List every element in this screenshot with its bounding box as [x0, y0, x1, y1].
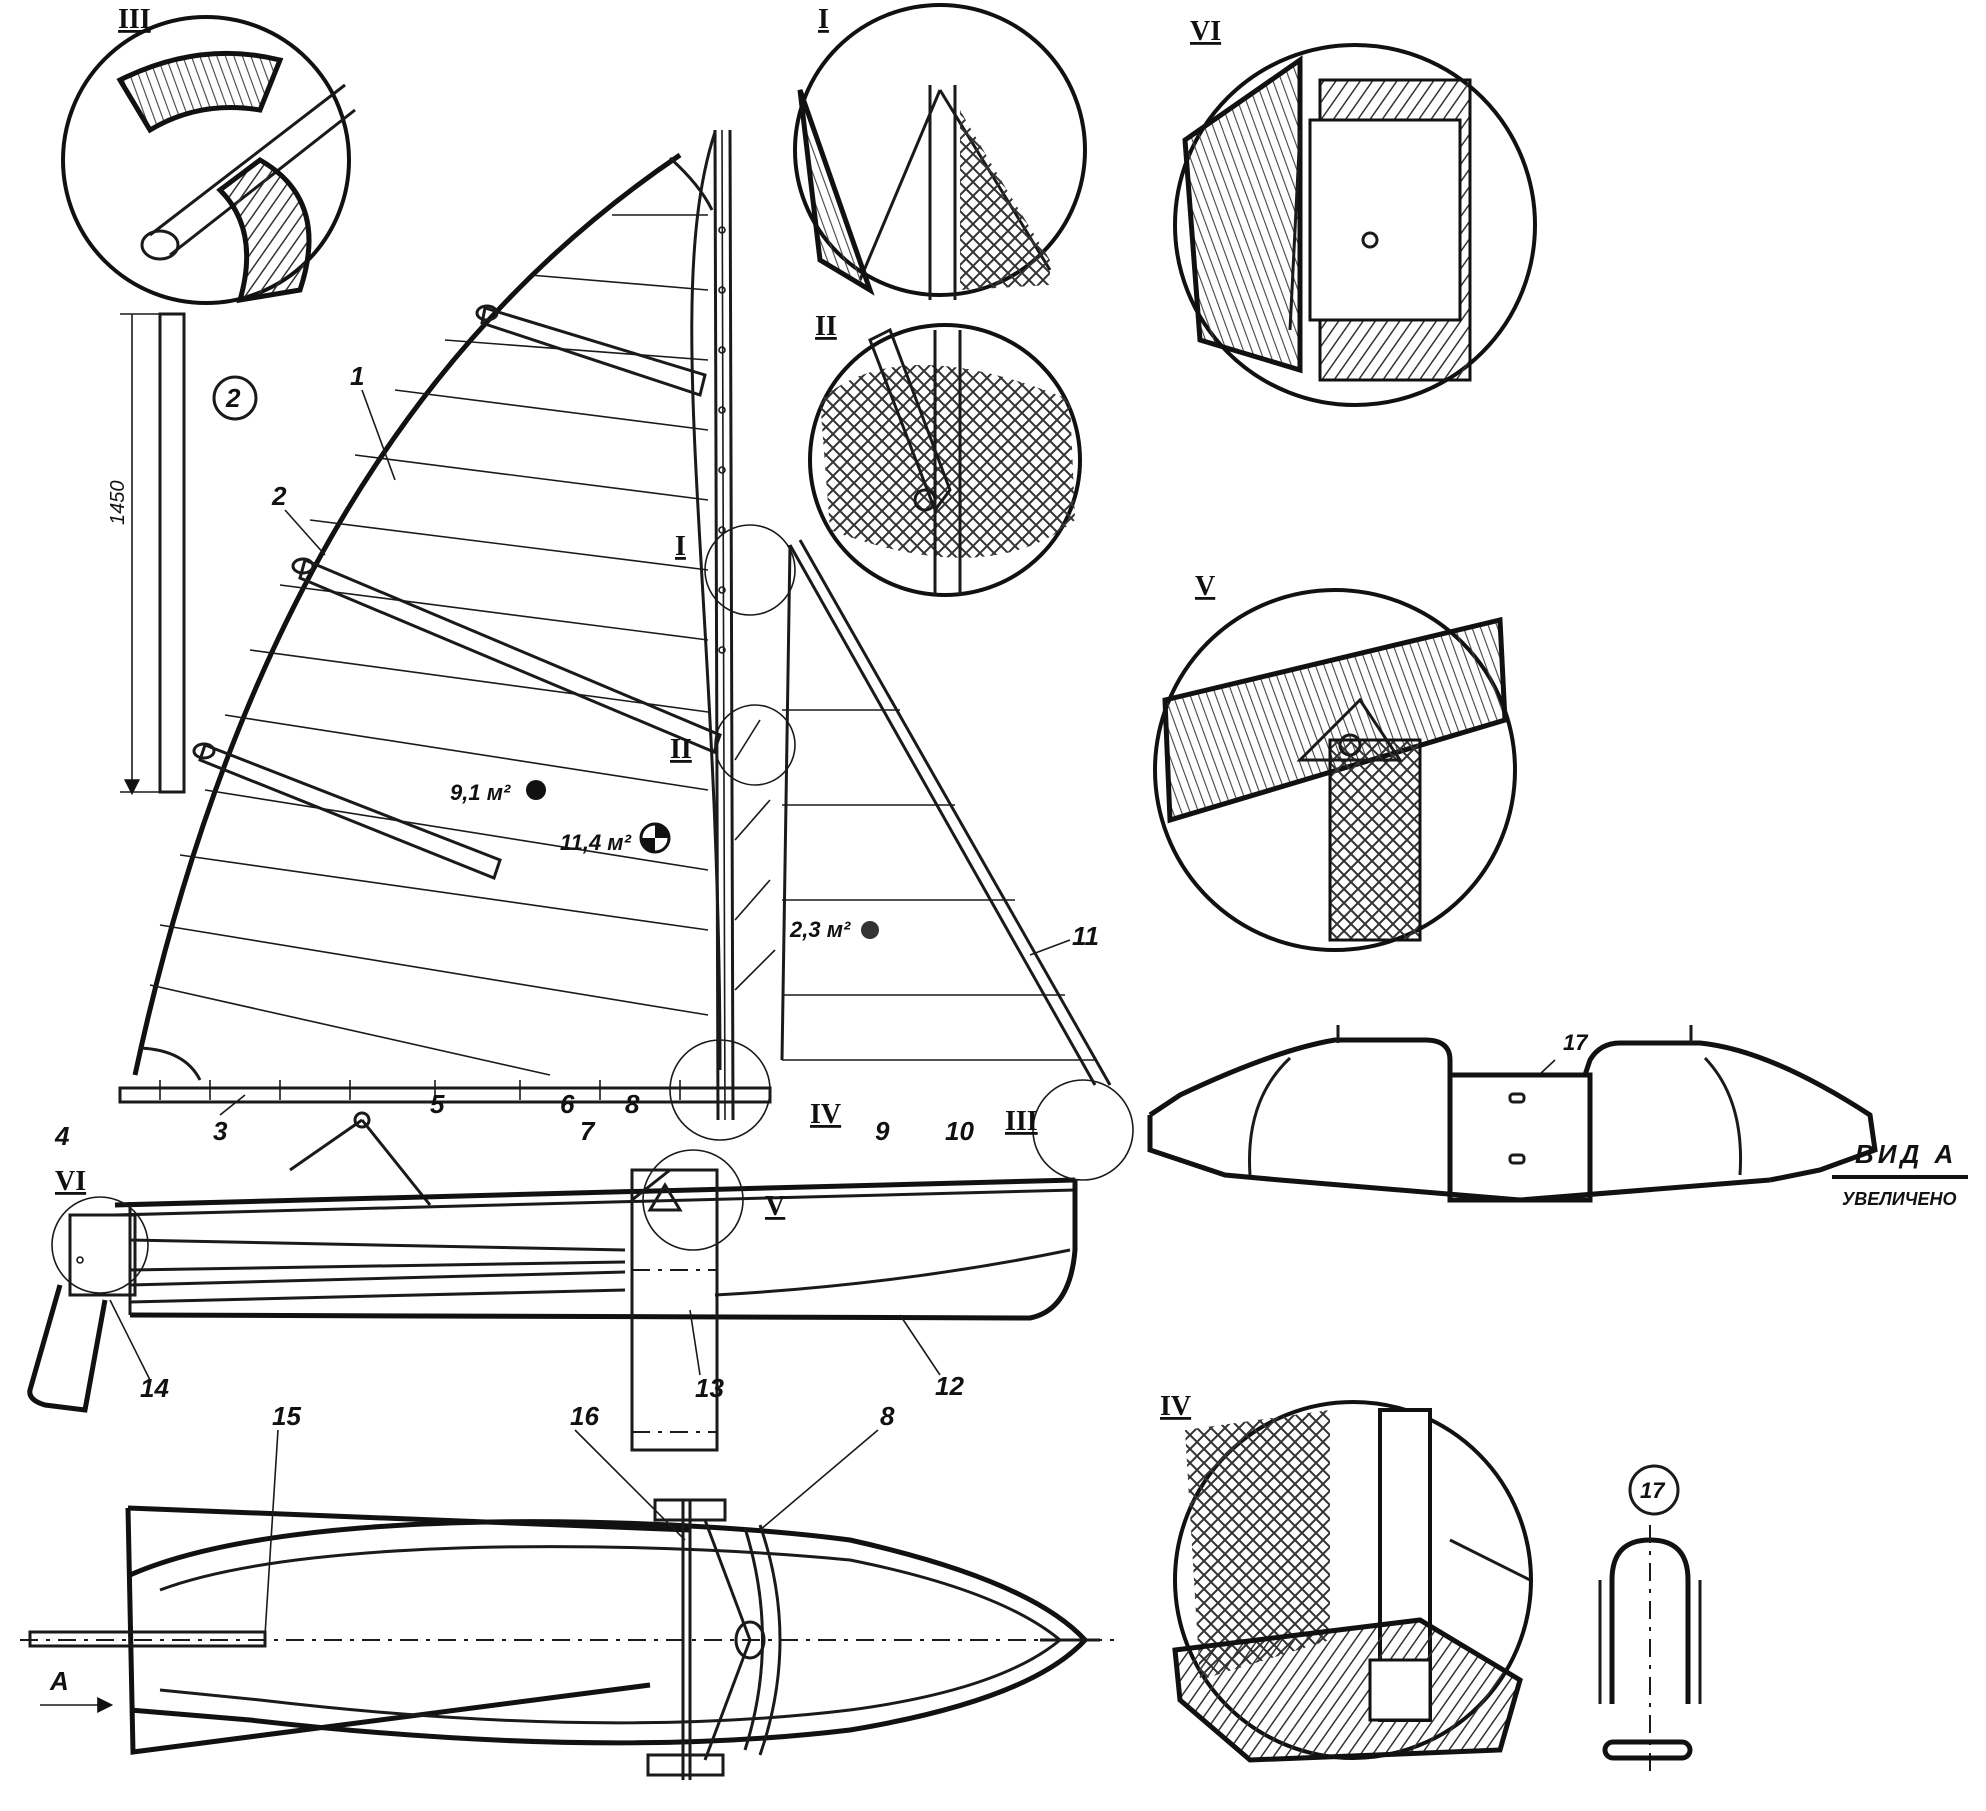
label-15: 15	[272, 1401, 301, 1431]
callout-circles	[51, 524, 1134, 1294]
label-8-top: 8	[880, 1401, 895, 1431]
jib-sail	[734, 539, 1112, 1086]
label-6: 6	[560, 1089, 575, 1119]
staple-detail	[1598, 1464, 1702, 1775]
label-7: 7	[580, 1116, 596, 1146]
view-a-drawing	[1147, 1025, 1878, 1203]
detail-II	[808, 323, 1082, 597]
callout-VI-main: VI	[55, 1166, 86, 1197]
area-markers	[526, 780, 879, 939]
view-a-subtitle: УВЕЛИЧЕНО	[1842, 1189, 1956, 1209]
label-2: 2	[271, 481, 287, 511]
batten-dimension: 1450	[107, 481, 129, 526]
detail-III	[61, 15, 356, 305]
callout-II-top: II	[815, 311, 837, 342]
callout-IV-top: IV	[1160, 1391, 1191, 1422]
label-4: 4	[54, 1121, 70, 1151]
centreboard	[630, 1168, 719, 1452]
label-1: 1	[350, 361, 364, 391]
view-a-title: ВИД А	[1855, 1139, 1957, 1169]
mast	[713, 129, 735, 1121]
callout-III-main: III	[1005, 1106, 1038, 1137]
callout-III-top: III	[118, 4, 151, 35]
leader-lines	[109, 389, 1071, 1636]
batten-circle-number: 2	[225, 383, 241, 413]
callout-I-main: I	[675, 531, 686, 562]
mainsail-area: 9,1 м²	[450, 780, 511, 805]
detail-IV	[1172, 1400, 1533, 1763]
label-8: 8	[625, 1089, 640, 1119]
staple-circle-number: 17	[1640, 1478, 1666, 1503]
callout-II-main: II	[670, 734, 692, 765]
callout-VI-top: VI	[1190, 16, 1221, 47]
label-5: 5	[430, 1089, 445, 1119]
label-11: 11	[1072, 921, 1099, 951]
batten-detail	[120, 312, 258, 796]
label-12: 12	[935, 1371, 964, 1401]
battens	[192, 304, 722, 880]
detail-V	[1153, 588, 1517, 952]
hull-side	[114, 1177, 1078, 1321]
total-area: 11,4 м²	[560, 830, 632, 855]
callout-I-top: I	[818, 4, 829, 35]
hull-top-view	[20, 1498, 1115, 1780]
sail-area-labels: 9,1 м² 11,4 м² 2,3 м²	[450, 780, 851, 942]
view-arrow-label: A	[49, 1666, 69, 1696]
label-17: 17	[1563, 1030, 1589, 1055]
rudder	[27, 1213, 137, 1413]
detail-callout-labels: III I II VI V IV I II IV III V VI	[55, 4, 1221, 1422]
label-14: 14	[140, 1373, 169, 1403]
callout-V-top: V	[1195, 571, 1215, 602]
detail-VI	[1173, 43, 1537, 407]
label-13: 13	[695, 1373, 724, 1403]
part-number-labels: 1 2 3 4 5 6 7 8 9 10 11 12 13 14 15 16 8…	[54, 361, 1589, 1431]
label-16: 16	[570, 1401, 599, 1431]
label-3: 3	[213, 1116, 228, 1146]
label-10: 10	[945, 1116, 974, 1146]
mainsail	[132, 131, 722, 1081]
callout-V-main: V	[765, 1191, 785, 1222]
callout-IV-main: IV	[810, 1099, 841, 1130]
label-9: 9	[875, 1116, 890, 1146]
jib-area: 2,3 м²	[789, 917, 851, 942]
detail-I	[793, 3, 1087, 300]
